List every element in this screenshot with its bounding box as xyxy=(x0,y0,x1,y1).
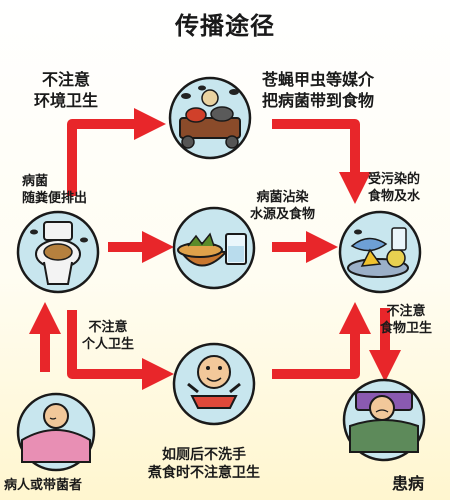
arrow-flies-to-food xyxy=(272,119,372,205)
label-contaminated-food-water: 受污染的 食物及水 xyxy=(368,172,421,204)
label-personal-hygiene: 不注意 个人卫生 xyxy=(82,320,135,352)
page-title: 传播途径 xyxy=(175,12,275,40)
flies-on-food-cart-icon xyxy=(168,76,252,160)
arrow-hands-to-food xyxy=(272,301,372,379)
label-contaminated-water-food: 病菌沾染 水源及食物 xyxy=(250,190,316,222)
contaminated-food-icon xyxy=(338,210,422,294)
label-flies-vectors: 苍蝇甲虫等媒介 把病菌带到食物 xyxy=(262,70,375,110)
sick-person-in-bed-icon xyxy=(342,378,426,462)
label-getting-sick: 患病 xyxy=(392,474,425,493)
food-and-water-icon xyxy=(172,206,256,290)
label-patient-carrier: 病人或带菌者 xyxy=(4,478,83,493)
arrows xyxy=(28,107,402,391)
arrow-toilet-to-hands xyxy=(67,310,175,391)
toilet-icon xyxy=(16,210,100,294)
patient-in-bed-icon xyxy=(16,392,96,472)
label-excreted-with-feces: 病菌 随粪便排出 xyxy=(22,174,88,206)
eating-with-dirty-hands-icon xyxy=(172,342,256,426)
label-environment-hygiene: 不注意 环境卫生 xyxy=(34,70,99,110)
arrow-toilet-to-flies xyxy=(67,107,167,196)
label-food-hygiene: 不注意 食物卫生 xyxy=(380,304,433,336)
label-hand-washing: 如厕后不洗手 煮食时不注意卫生 xyxy=(148,447,260,482)
